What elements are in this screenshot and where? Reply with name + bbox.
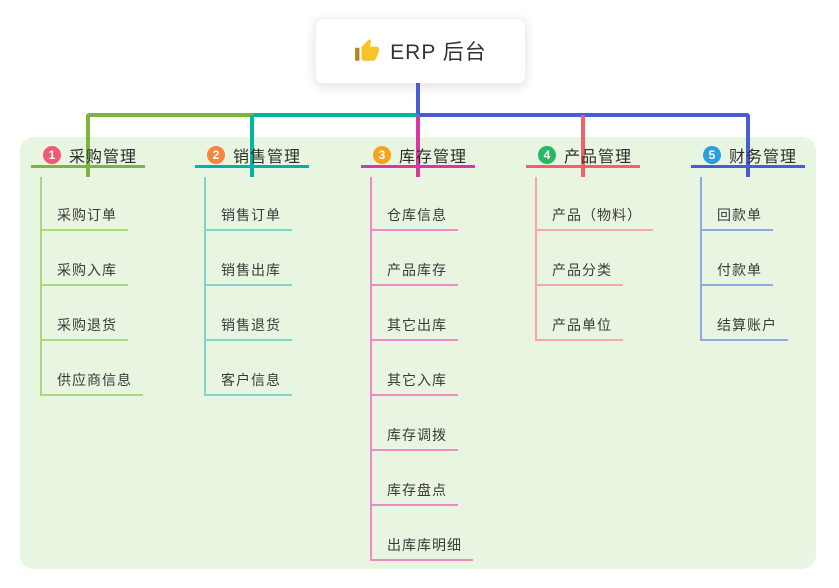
child-node[interactable]: 其它入库	[370, 370, 458, 396]
child-node[interactable]: 产品库存	[370, 260, 458, 286]
connector-branch-3-drop	[416, 115, 420, 177]
thumbs-up-icon	[354, 38, 380, 64]
connector-branch-3-spine	[370, 177, 372, 561]
child-node[interactable]: 库存盘点	[370, 480, 458, 506]
child-node[interactable]: 采购入库	[40, 260, 128, 286]
connector-branch-1-spine	[40, 177, 42, 396]
child-node[interactable]: 仓库信息	[370, 205, 458, 231]
root-node-label: ERP 后台	[390, 41, 487, 64]
child-node[interactable]: 采购退货	[40, 315, 128, 341]
root-node-erp[interactable]: ERP 后台	[315, 18, 526, 84]
child-node[interactable]: 出库库明细	[370, 535, 473, 561]
child-node[interactable]: 付款单	[700, 260, 773, 286]
connector-branch-5-drop	[746, 115, 750, 177]
branch-node-5[interactable]: 5 财务管理	[691, 145, 805, 168]
connector-branch-2-spine	[204, 177, 206, 396]
branch-label-3: 库存管理	[399, 148, 468, 166]
connector-branch-2-drop	[250, 115, 254, 177]
branch-node-4[interactable]: 4 产品管理	[526, 145, 640, 168]
branch-node-2[interactable]: 2 销售管理	[195, 145, 309, 168]
connector-branch-4-spine	[535, 177, 537, 341]
child-node[interactable]: 其它出库	[370, 315, 458, 341]
branch-badge-1: 1	[43, 145, 61, 164]
branch-badge-2: 2	[207, 145, 225, 164]
child-node[interactable]: 产品单位	[535, 315, 623, 341]
connector-branch-5-spine	[700, 177, 702, 341]
connector-root-drop	[416, 83, 420, 117]
connector-trunk-mid	[254, 113, 418, 117]
connector-trunk-left	[86, 113, 254, 117]
child-node[interactable]: 库存调拨	[370, 425, 458, 451]
branch-badge-5: 5	[703, 145, 721, 164]
branch-node-3[interactable]: 3 库存管理	[361, 145, 475, 168]
child-node[interactable]: 产品（物料）	[535, 205, 653, 231]
branch-node-1[interactable]: 1 采购管理	[31, 145, 145, 168]
branches-panel	[20, 137, 816, 569]
child-node[interactable]: 回款单	[700, 205, 773, 231]
branch-badge-3: 3	[373, 145, 391, 164]
branch-label-2: 销售管理	[233, 148, 302, 166]
child-node[interactable]: 采购订单	[40, 205, 128, 231]
branch-label-1: 采购管理	[69, 148, 138, 166]
child-node[interactable]: 销售退货	[204, 315, 292, 341]
branch-label-4: 产品管理	[564, 148, 633, 166]
child-node[interactable]: 客户信息	[204, 370, 292, 396]
child-node[interactable]: 销售订单	[204, 205, 292, 231]
child-node[interactable]: 产品分类	[535, 260, 623, 286]
branch-label-5: 财务管理	[729, 148, 798, 166]
connector-branch-1-drop	[86, 115, 90, 177]
child-node[interactable]: 销售出库	[204, 260, 292, 286]
connector-branch-4-drop	[581, 115, 585, 177]
branch-badge-4: 4	[538, 145, 556, 164]
child-node[interactable]: 供应商信息	[40, 370, 143, 396]
child-node[interactable]: 结算账户	[700, 315, 788, 341]
